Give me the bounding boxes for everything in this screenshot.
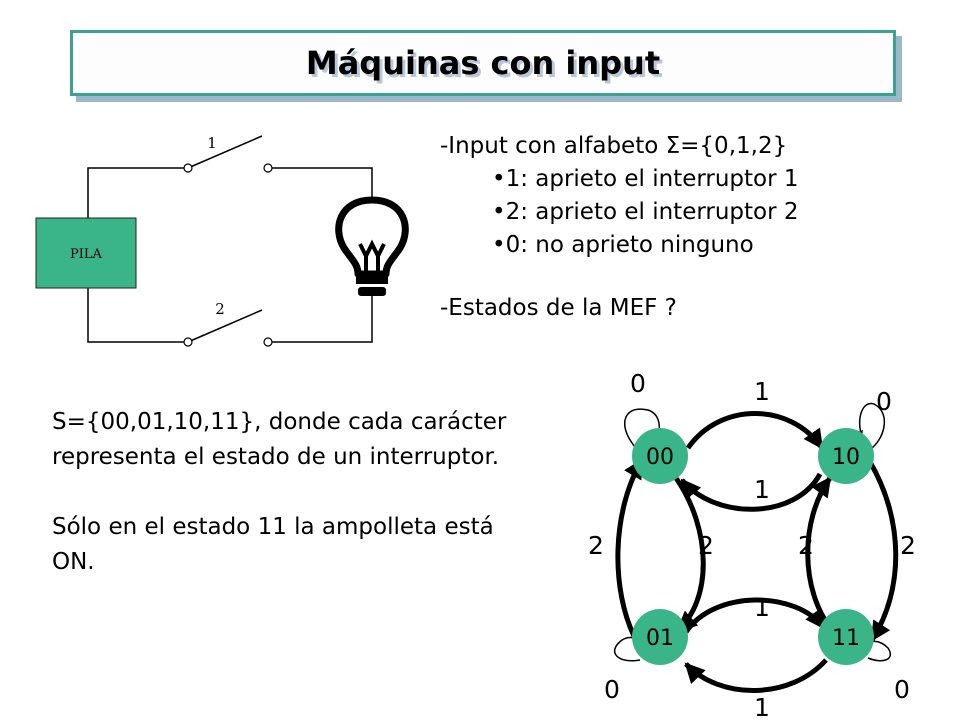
transition-01-to-00-outer — [615, 458, 645, 642]
switch-1-contact-left — [183, 163, 193, 173]
circuit-wire-top-right — [268, 167, 373, 202]
page-title: Máquinas con input — [305, 44, 661, 82]
self-loop-01 — [614, 636, 647, 662]
state-label-11: 11 — [832, 626, 860, 651]
state-node-01 — [632, 609, 688, 665]
self-loop-00 — [624, 408, 662, 451]
battery-label: PILA — [70, 247, 103, 262]
edge-label-self-00: 0 — [630, 369, 646, 398]
transition-10-to-11-outer — [867, 460, 899, 642]
state-node-00 — [632, 428, 688, 484]
state-label-00: 00 — [646, 445, 674, 470]
input-alphabet-line: -Input con alfabeto Σ={0,1,2} — [440, 130, 799, 163]
edge-label-bottom-01-11: 1 — [754, 593, 770, 622]
transition-01-to-11 — [683, 597, 827, 634]
transition-00-to-01-inner — [673, 476, 706, 632]
edge-label-right-inner: 2 — [798, 531, 814, 560]
self-loop-10 — [857, 402, 885, 449]
circuit-wire-bottom — [87, 288, 188, 343]
self-loop-11 — [861, 640, 891, 662]
light-on-paragraph: Sólo en el estado 11 la ampolleta está O… — [52, 514, 494, 575]
transition-00-to-10 — [685, 411, 825, 450]
circuit-wire-bottom-right — [268, 292, 373, 343]
fsm-nodes — [632, 428, 874, 665]
state-node-10 — [818, 428, 874, 484]
transition-11-to-01 — [684, 658, 828, 693]
edge-label-self-01: 0 — [604, 675, 620, 704]
switch-2-blade — [187, 309, 263, 343]
input-alphabet-prefix: -Input con alfabeto — [440, 133, 666, 159]
edge-label-left-outer: 2 — [588, 531, 604, 560]
switch-2-contact-left — [183, 337, 193, 347]
state-description: S={00,01,10,11}, donde cada carácter rep… — [52, 405, 512, 580]
state-label-10: 10 — [832, 445, 860, 470]
lightbulb-icon — [335, 196, 409, 296]
switch-2-contact-right — [263, 337, 273, 347]
edge-label-top-00-10: 1 — [754, 377, 770, 406]
edge-label-left-inner: 2 — [698, 531, 714, 560]
states-question: -Estados de la MEF ? — [440, 295, 677, 321]
state-node-11 — [818, 609, 874, 665]
input-alphabet-suffix: ={0,1,2} — [680, 133, 788, 159]
bullet-item-0: •0: no aprieto ninguno — [492, 232, 754, 258]
switch-2-label: 2 — [215, 300, 225, 318]
edge-label-self-11: 0 — [894, 675, 910, 704]
edge-label-top-10-00: 1 — [754, 475, 770, 504]
switch-1-blade — [187, 135, 263, 169]
input-bullets: -Input con alfabeto Σ={0,1,2} •1: apriet… — [440, 130, 799, 325]
edge-label-bottom-11-01: 1 — [754, 693, 770, 720]
state-set-paragraph: S={00,01,10,11}, donde cada carácter rep… — [52, 409, 507, 470]
state-label-01: 01 — [646, 626, 674, 651]
edge-label-right-outer: 2 — [900, 531, 916, 560]
transition-10-to-00 — [680, 472, 823, 512]
battery-box — [35, 217, 137, 289]
title-banner: Máquinas con input — [70, 30, 896, 96]
transition-11-to-10-inner — [805, 476, 834, 632]
bullet-item-2: •2: aprieto el interruptor 2 — [492, 199, 799, 225]
switch-1-contact-right — [263, 163, 273, 173]
switch-1-label: 1 — [207, 134, 217, 152]
edge-label-self-10: 0 — [876, 387, 892, 416]
circuit-wire-top — [87, 167, 188, 218]
bullet-item-1: •1: aprieto el interruptor 1 — [492, 166, 799, 192]
sigma-symbol: Σ — [665, 133, 681, 159]
